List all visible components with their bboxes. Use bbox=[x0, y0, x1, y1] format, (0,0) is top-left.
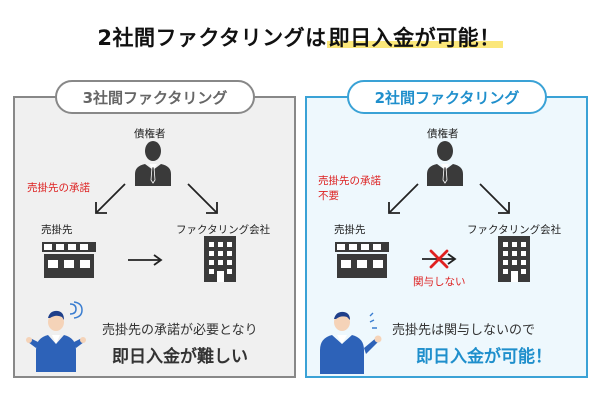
store-icon bbox=[42, 242, 96, 278]
left-consent-label: 売掛先の承諾 bbox=[27, 182, 90, 194]
arrow-down-right-icon bbox=[187, 183, 218, 214]
worried-businessman-icon bbox=[26, 301, 86, 372]
businessman-icon bbox=[427, 141, 463, 186]
left-debtor-label: 売掛先 bbox=[41, 224, 73, 236]
title-prefix: 2社間ファクタリングは bbox=[97, 26, 327, 50]
store-icon bbox=[335, 242, 389, 278]
building-icon bbox=[204, 236, 236, 282]
confident-businessman-icon bbox=[320, 311, 382, 374]
right-consent-label-line1: 売掛先の承諾 bbox=[318, 175, 381, 187]
right-creditor-label: 債権者 bbox=[427, 128, 459, 140]
building-icon bbox=[498, 236, 530, 282]
arrow-right-icon bbox=[128, 254, 163, 266]
title-highlight: 即日入金が可能！ bbox=[326, 26, 503, 50]
arrow-down-right-icon bbox=[479, 183, 510, 214]
right-debtor-label: 売掛先 bbox=[334, 224, 366, 236]
left-factoring-company-label: ファクタリング会社 bbox=[176, 224, 271, 236]
left-caption-line1: 売掛先の承諾が必要となり bbox=[102, 323, 258, 338]
right-factoring-company-label: ファクタリング会社 bbox=[467, 224, 562, 236]
no-involvement-label: 関与しない bbox=[413, 276, 466, 288]
panel-label-two-party: 2社間ファクタリング bbox=[347, 80, 547, 114]
right-caption-line1: 売掛先は関与しないので bbox=[392, 323, 536, 338]
businessman-icon bbox=[135, 141, 171, 186]
page-title: 2社間ファクタリングは即日入金が可能！ bbox=[0, 22, 600, 52]
arrow-down-left-icon bbox=[95, 183, 126, 214]
panel-label-three-party: 3社間ファクタリング bbox=[55, 80, 255, 114]
left-creditor-label: 債権者 bbox=[134, 128, 166, 140]
blocked-arrow-icon bbox=[422, 249, 457, 269]
left-caption-line2: 即日入金が難しい bbox=[112, 347, 248, 367]
right-caption-line2: 即日入金が可能！ bbox=[416, 347, 552, 367]
arrow-down-left-icon bbox=[388, 183, 419, 214]
right-consent-label-line2: 不要 bbox=[318, 190, 339, 202]
